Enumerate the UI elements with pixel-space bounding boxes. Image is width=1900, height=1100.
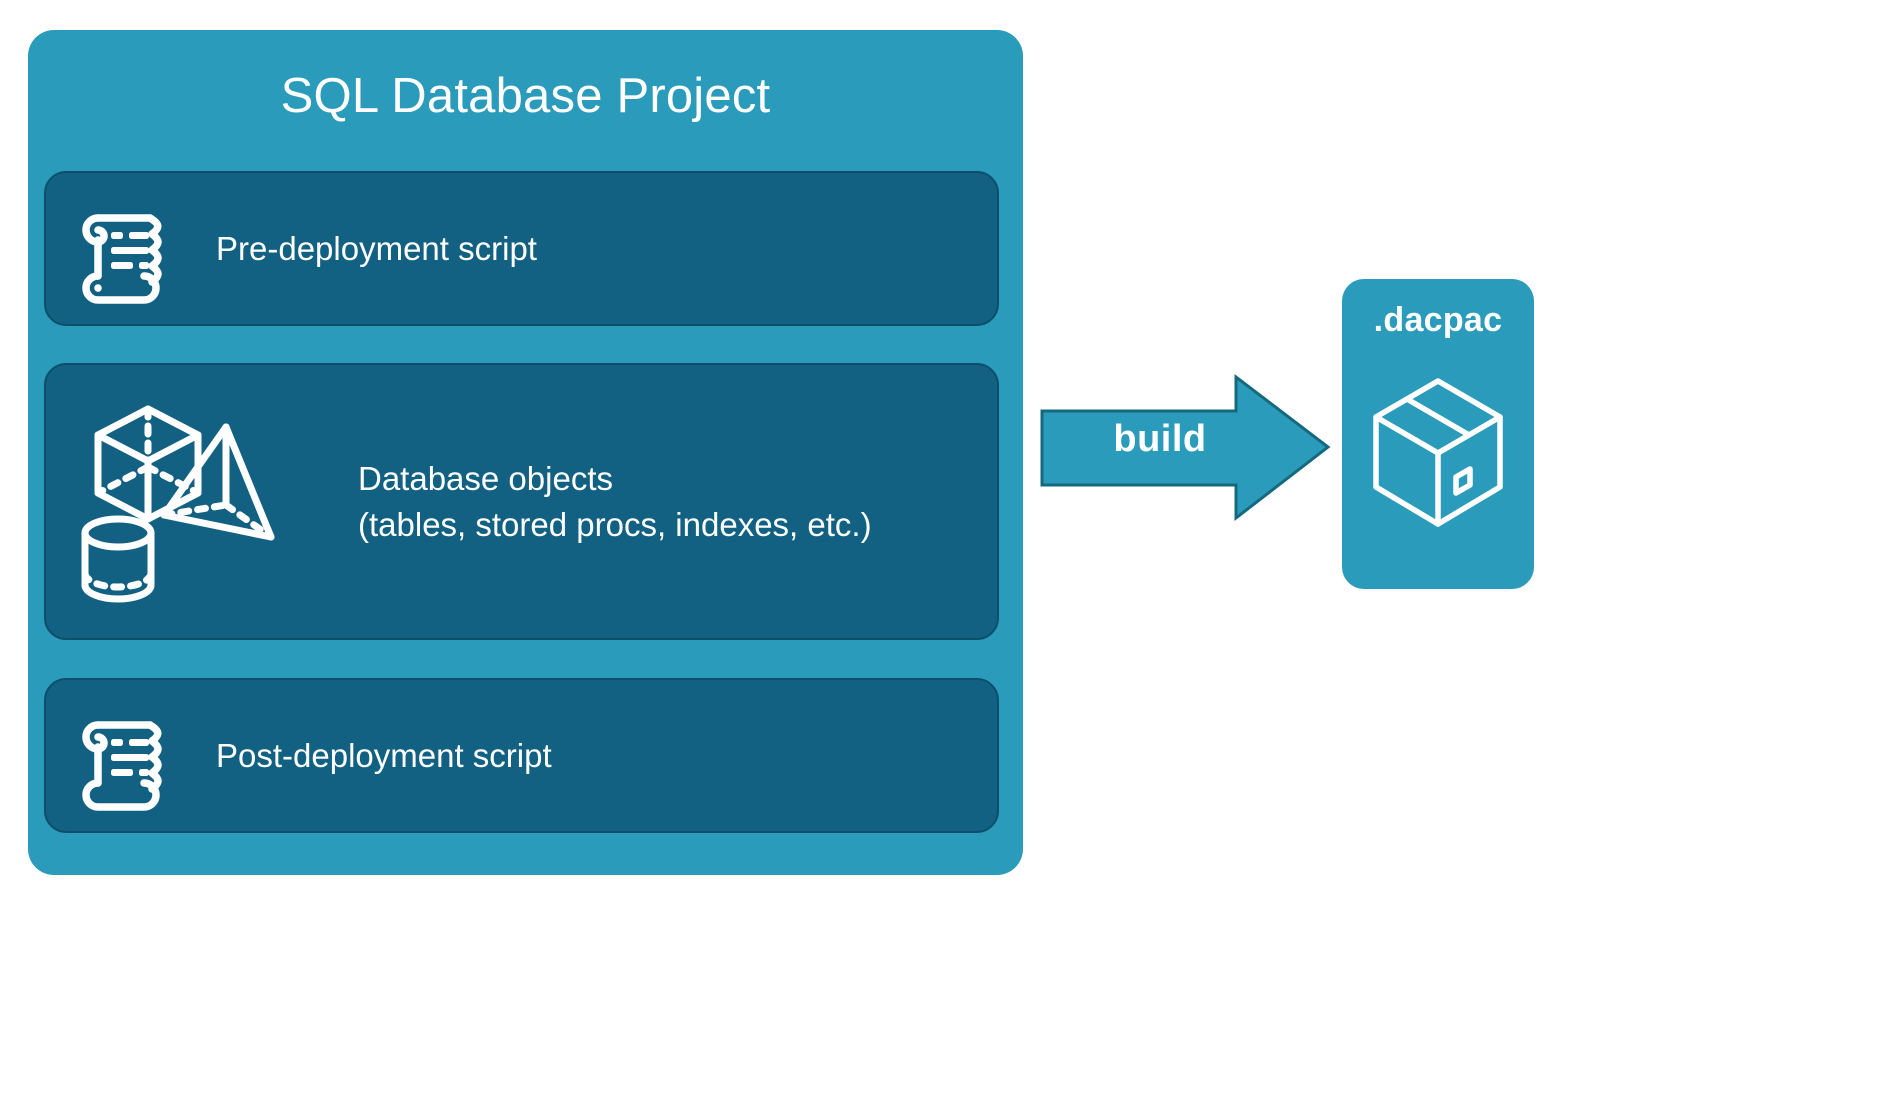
shapes-icon bbox=[66, 387, 316, 617]
build-arrow bbox=[1040, 373, 1331, 522]
post-deployment-script-label: Post-deployment script bbox=[216, 736, 552, 774]
project-title: SQL Database Project bbox=[280, 69, 771, 123]
database-objects-card[interactable]: Database objects (tables, stored procs, … bbox=[44, 363, 999, 640]
scroll-icon bbox=[66, 701, 176, 811]
sql-database-project-card: SQL Database Project bbox=[28, 30, 1023, 875]
dacpac-title: .dacpac bbox=[1373, 301, 1503, 339]
pre-deployment-script-card[interactable]: Pre-deployment script bbox=[44, 171, 999, 326]
post-deployment-script-card[interactable]: Post-deployment script bbox=[44, 678, 999, 833]
scroll-icon bbox=[66, 194, 176, 304]
package-box-icon bbox=[1363, 369, 1513, 539]
pre-deployment-script-label: Pre-deployment script bbox=[216, 229, 537, 267]
dacpac-card: .dacpac bbox=[1342, 279, 1534, 589]
database-objects-label: Database objects (tables, stored procs, … bbox=[358, 459, 872, 543]
